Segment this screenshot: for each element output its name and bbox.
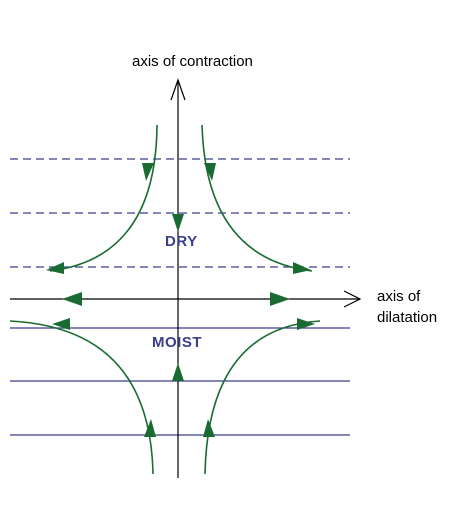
streamline-lower-left xyxy=(9,320,154,475)
streamline-upper-left xyxy=(49,124,158,272)
contraction-arrowhead xyxy=(170,78,186,101)
dry-region-label: DRY xyxy=(165,233,198,250)
streamline-upper-right xyxy=(201,124,313,272)
axes xyxy=(10,78,362,478)
arrow-right-icon xyxy=(270,292,290,306)
arrow-left-icon xyxy=(46,262,64,274)
moist-region-label: MOIST xyxy=(152,334,202,351)
dilatation-arrowhead xyxy=(343,290,362,308)
axis-of-contraction-label: axis of contraction xyxy=(132,53,253,70)
streamlines xyxy=(9,124,321,475)
flow-arrows xyxy=(46,163,315,437)
arrow-up-icon xyxy=(203,419,215,437)
arrow-up-icon xyxy=(144,419,156,437)
arrow-down-icon xyxy=(172,214,184,232)
arrow-up-icon xyxy=(172,363,184,381)
axis-of-dilatation-label-line2: dilatation xyxy=(377,309,438,326)
arrow-left-icon xyxy=(52,318,70,330)
arrow-down-icon xyxy=(142,163,154,181)
axis-of-dilatation-label-line1: axis of xyxy=(377,288,421,305)
arrow-down-icon xyxy=(204,163,216,181)
arrow-right-icon xyxy=(293,262,311,274)
streamline-lower-right xyxy=(204,320,321,475)
arrow-left-icon xyxy=(62,292,82,306)
arrow-right-icon xyxy=(297,318,315,330)
dry-isolines xyxy=(10,158,350,268)
